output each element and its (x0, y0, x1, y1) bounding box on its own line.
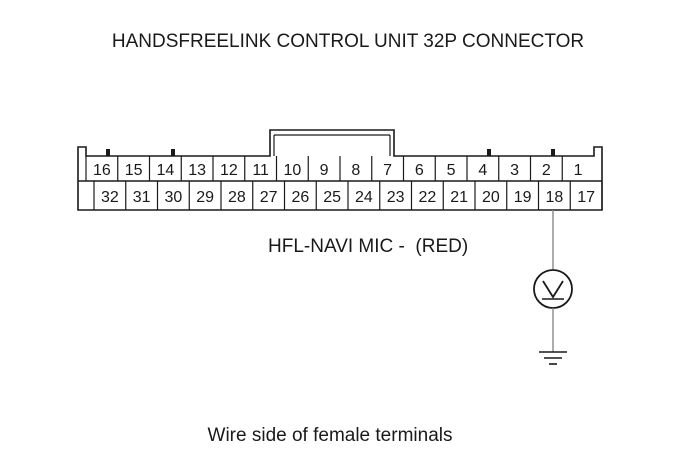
terminal-14: 14 (156, 162, 174, 179)
terminal-18: 18 (545, 189, 563, 206)
terminal-21: 21 (450, 189, 468, 206)
terminal-11: 11 (252, 162, 269, 179)
terminal-22: 22 (418, 189, 436, 206)
connector-key (487, 149, 491, 156)
terminal-32: 32 (101, 189, 119, 206)
terminal-9: 9 (320, 162, 329, 179)
terminal-15: 15 (125, 162, 143, 179)
terminal-2: 2 (542, 162, 551, 179)
terminal-13: 13 (188, 162, 206, 179)
terminal-23: 23 (387, 189, 405, 206)
terminal-3: 3 (510, 162, 519, 179)
terminal-6: 6 (415, 162, 424, 179)
terminal-20: 20 (482, 189, 500, 206)
terminal-28: 28 (228, 189, 246, 206)
ground-icon (539, 351, 567, 365)
connector-key (171, 149, 175, 156)
terminal-30: 30 (164, 189, 182, 206)
terminal-7: 7 (383, 162, 392, 179)
connector-key (106, 149, 110, 156)
terminal-25: 25 (323, 189, 341, 206)
connector-key (551, 149, 555, 156)
terminal-19: 19 (514, 189, 532, 206)
terminal-8: 8 (351, 162, 360, 179)
terminal-5: 5 (447, 162, 456, 179)
terminal-4: 4 (478, 162, 487, 179)
connector-outline (77, 129, 603, 211)
terminal-29: 29 (196, 189, 214, 206)
terminal-17: 17 (577, 189, 595, 206)
terminal-27: 27 (260, 189, 278, 206)
terminal-10: 10 (283, 162, 301, 179)
diagram-title: HANDSFREELINK CONTROL UNIT 32P CONNECTOR (112, 31, 584, 52)
terminal-26: 26 (291, 189, 309, 206)
terminal-12: 12 (220, 162, 238, 179)
terminal-31: 31 (133, 189, 151, 206)
wire-label: HFL-NAVI MIC - (RED) (268, 236, 468, 257)
voltmeter-icon (533, 269, 573, 309)
terminal-16: 16 (93, 162, 111, 179)
caption: Wire side of female terminals (208, 425, 453, 446)
terminal-24: 24 (355, 189, 373, 206)
terminal-1: 1 (574, 162, 583, 179)
